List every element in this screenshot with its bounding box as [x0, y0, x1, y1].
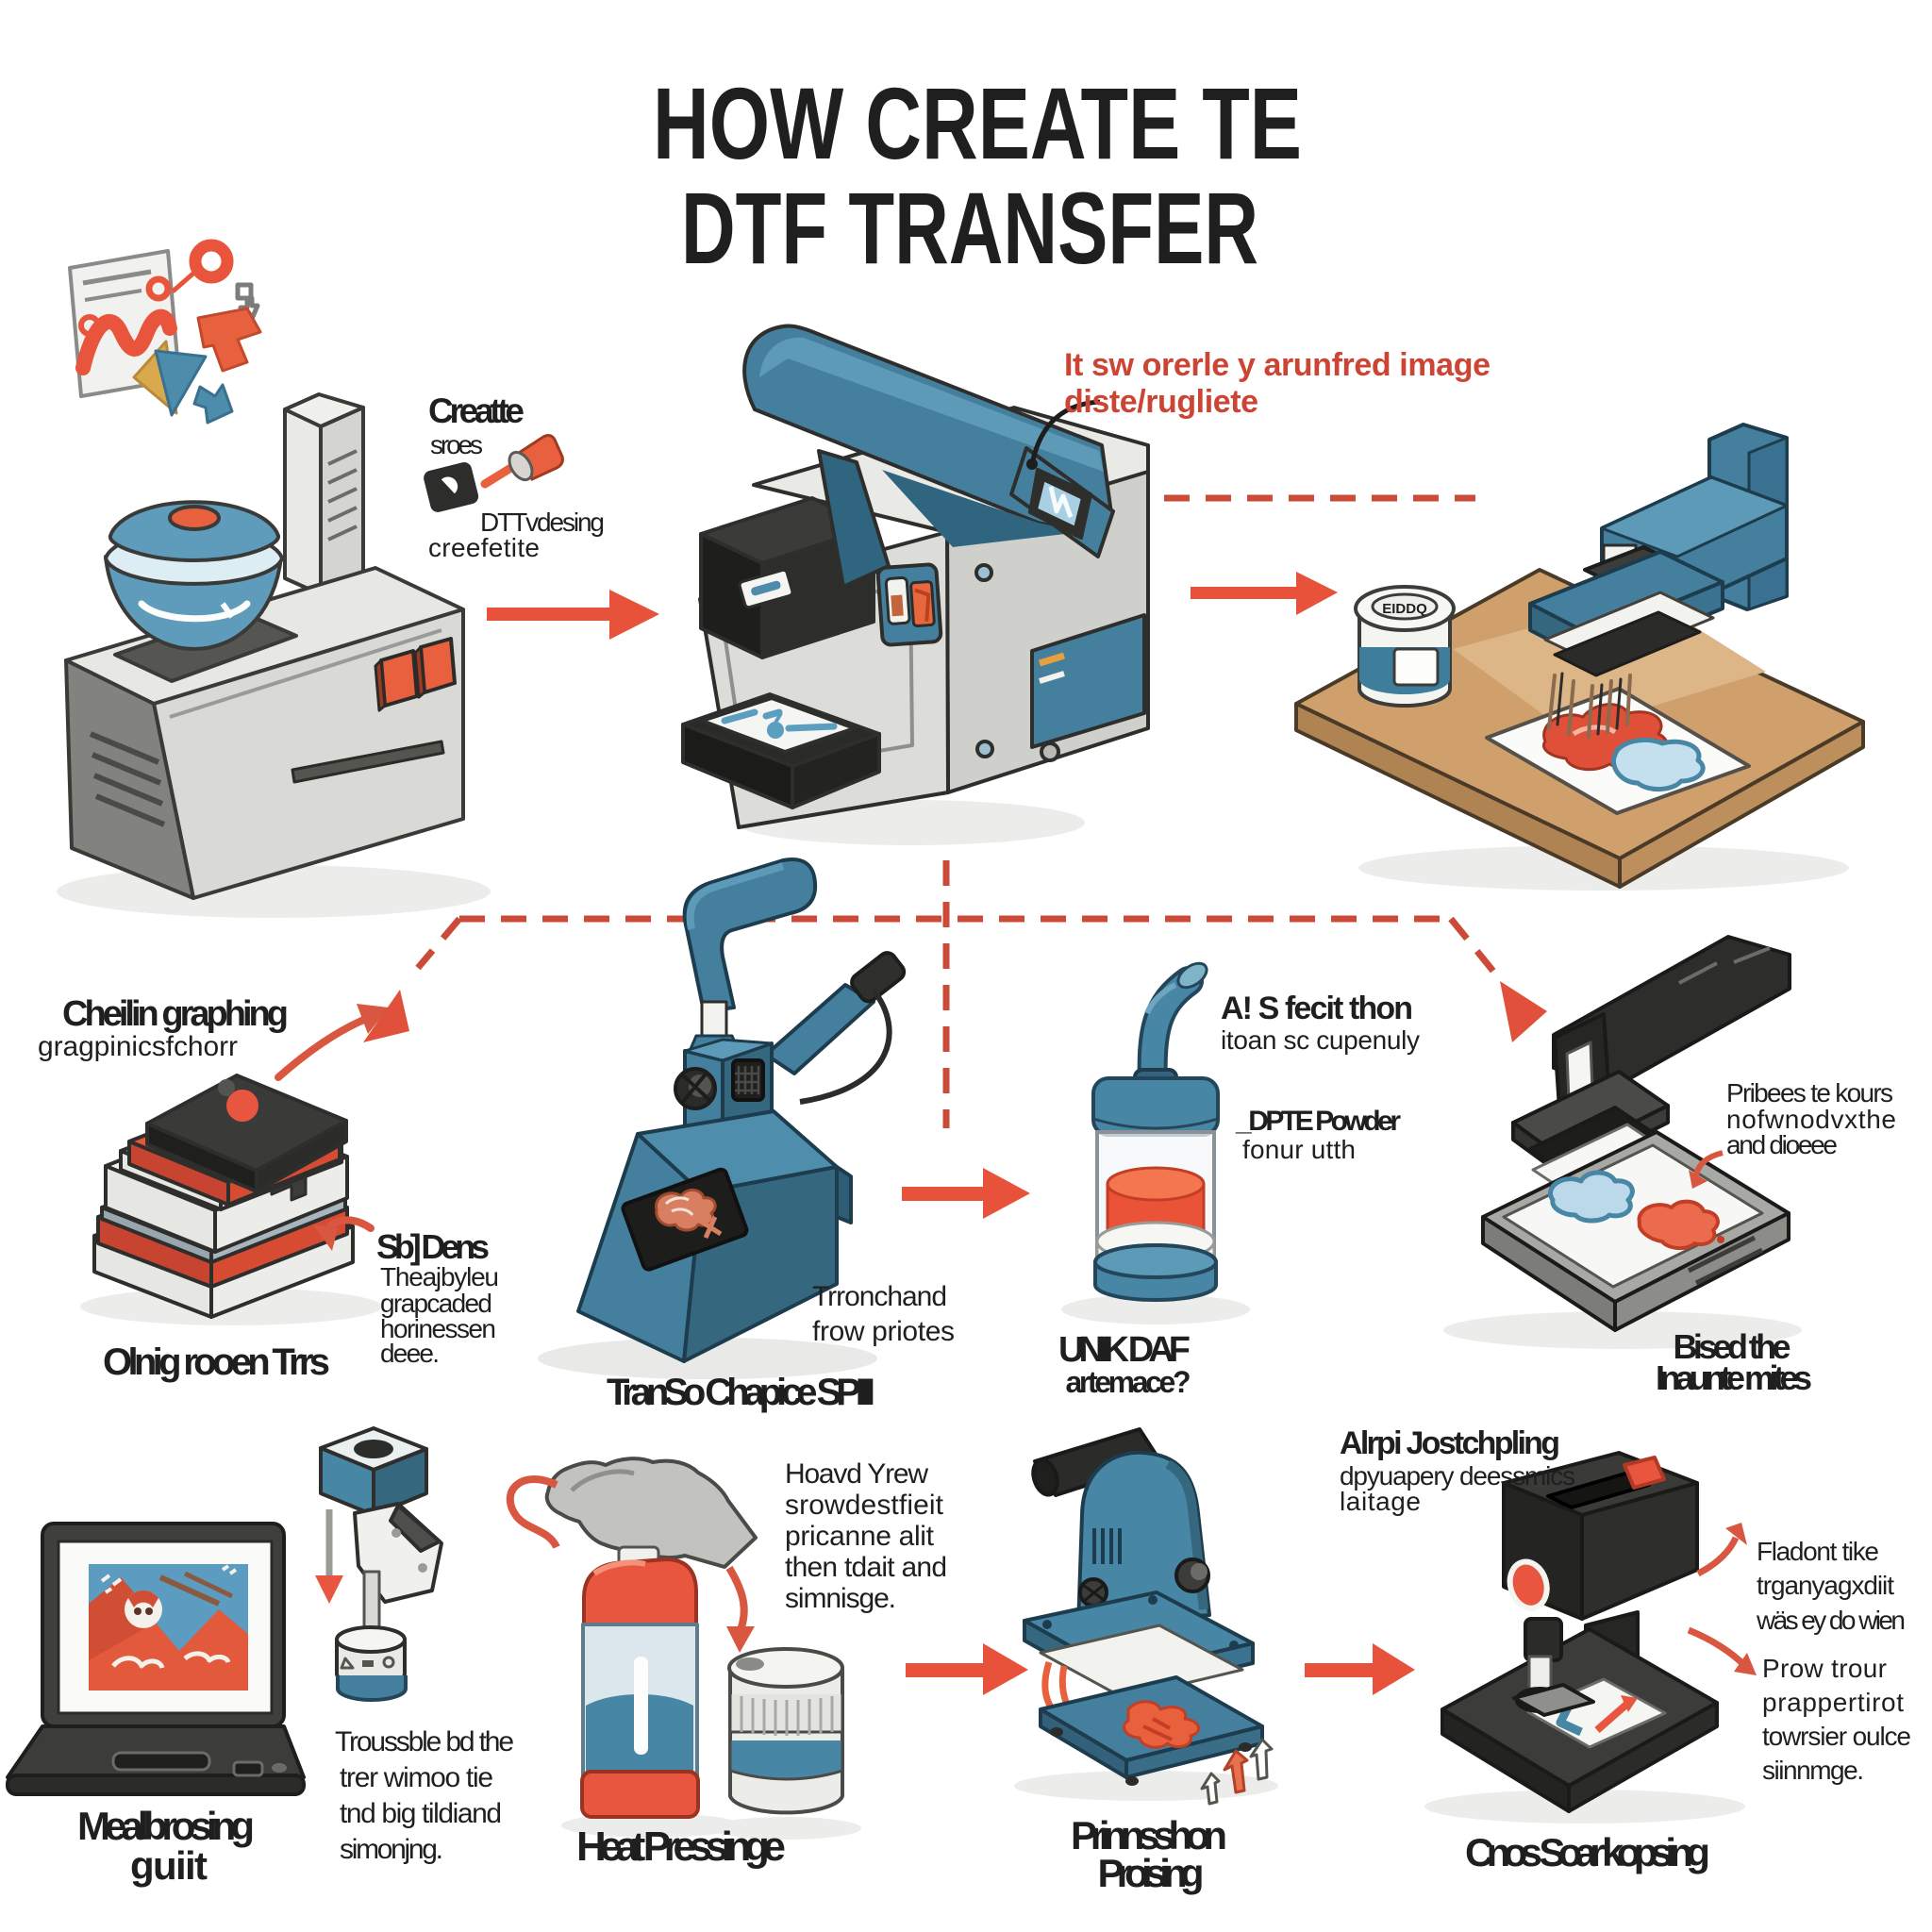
svg-text:horinessen: horinessen	[380, 1314, 496, 1343]
svg-text:It sw orerle y arunfred image: It sw orerle y arunfred image	[1064, 347, 1491, 383]
svg-text:grapcaded: grapcaded	[380, 1289, 492, 1318]
svg-text:DTTvdesing: DTTvdesing	[480, 508, 605, 537]
svg-text:Cheilin graphing: Cheilin graphing	[62, 994, 289, 1034]
svg-text:deee.: deee.	[380, 1339, 440, 1368]
svg-text:Inaunte mites: Inaunte mites	[1656, 1358, 1812, 1397]
svg-text:Proising: Proising	[1098, 1851, 1205, 1895]
svg-text:simonjng.: simonjng.	[340, 1834, 443, 1865]
svg-text:sroes: sroes	[430, 430, 483, 459]
svg-text:srowdestfieit: srowdestfieit	[785, 1490, 944, 1521]
svg-text:Mealbrosing: Mealbrosing	[77, 1804, 255, 1848]
svg-text:wäs ey do wien: wäs ey do wien	[1756, 1606, 1906, 1635]
svg-text:Pribees te kours: Pribees te kours	[1726, 1078, 1893, 1108]
svg-text:tnd big tildiand: tnd big tildiand	[340, 1798, 502, 1829]
svg-text:then tdait and: then tdait and	[785, 1552, 947, 1583]
svg-text:Cnos Soar kopsing: Cnos Soar kopsing	[1465, 1830, 1710, 1874]
svg-text:frow priotes: frow priotes	[812, 1316, 955, 1347]
svg-text:gragpinicsfchorr: gragpinicsfchorr	[38, 1031, 238, 1062]
svg-text:towrsier oulce: towrsier oulce	[1762, 1722, 1911, 1751]
svg-text:trer wimoo tie: trer wimoo tie	[340, 1762, 493, 1793]
svg-text:fonur utth: fonur utth	[1242, 1135, 1356, 1164]
svg-text:TranSo Chapice SPIII: TranSo Chapice SPIII	[607, 1372, 875, 1413]
svg-text:Prow trour: Prow trour	[1762, 1654, 1887, 1683]
svg-text:trganyagxdiit: trganyagxdiit	[1757, 1571, 1894, 1600]
svg-text:diste/rugliete: diste/rugliete	[1064, 384, 1258, 420]
svg-text:nofwnodvxthe: nofwnodvxthe	[1726, 1105, 1896, 1134]
svg-text:laitage: laitage	[1340, 1487, 1421, 1516]
svg-text:and dioeee: and dioeee	[1726, 1130, 1838, 1159]
svg-text:Bised the: Bised the	[1674, 1327, 1791, 1366]
svg-text:siinnmge.: siinnmge.	[1762, 1756, 1864, 1785]
svg-text:dpyuapery deessmics: dpyuapery deessmics	[1340, 1461, 1575, 1491]
svg-text:prappertirot: prappertirot	[1762, 1688, 1904, 1717]
svg-text:pricanne alit: pricanne alit	[785, 1521, 935, 1552]
svg-text:DTF TRANSFER: DTF TRANSFER	[681, 171, 1258, 285]
svg-text:_DPTE Powder: _DPTE Powder	[1235, 1106, 1401, 1137]
svg-text:Olnig rooen Trrs: Olnig rooen Trrs	[103, 1341, 330, 1383]
svg-text:Alrpi Jostchpling: Alrpi Jostchpling	[1340, 1425, 1560, 1461]
svg-text:UNIK DAF: UNIK DAF	[1058, 1330, 1191, 1370]
svg-text:Troussble bd the: Troussble bd the	[335, 1726, 514, 1757]
svg-text:creefetite: creefetite	[428, 533, 540, 562]
svg-text:Trronchand: Trronchand	[812, 1281, 947, 1312]
svg-text:A! S fecit thon: A! S fecit thon	[1221, 991, 1413, 1026]
svg-text:Prinnsshon: Prinnsshon	[1071, 1813, 1227, 1857]
svg-text:HOW CREATE TE: HOW CREATE TE	[653, 66, 1302, 180]
svg-text:Creatte: Creatte	[428, 391, 525, 430]
svg-text:itoan sc cupenuly: itoan sc cupenuly	[1221, 1025, 1420, 1055]
svg-text:Fladont tike: Fladont tike	[1757, 1537, 1879, 1566]
svg-text:guiit: guiit	[130, 1843, 208, 1888]
svg-text:Theajbyleu: Theajbyleu	[380, 1262, 499, 1291]
svg-text:Heat Pressinge: Heat Pressinge	[576, 1824, 786, 1870]
svg-text:Sb] Dens: Sb] Dens	[376, 1227, 490, 1266]
svg-text:artemace?: artemace?	[1066, 1365, 1191, 1399]
svg-text:EIDDQ: EIDDQ	[1382, 601, 1427, 617]
svg-text:simnisge.: simnisge.	[785, 1583, 896, 1614]
svg-text:Hoavd Yrew: Hoavd Yrew	[785, 1458, 928, 1490]
